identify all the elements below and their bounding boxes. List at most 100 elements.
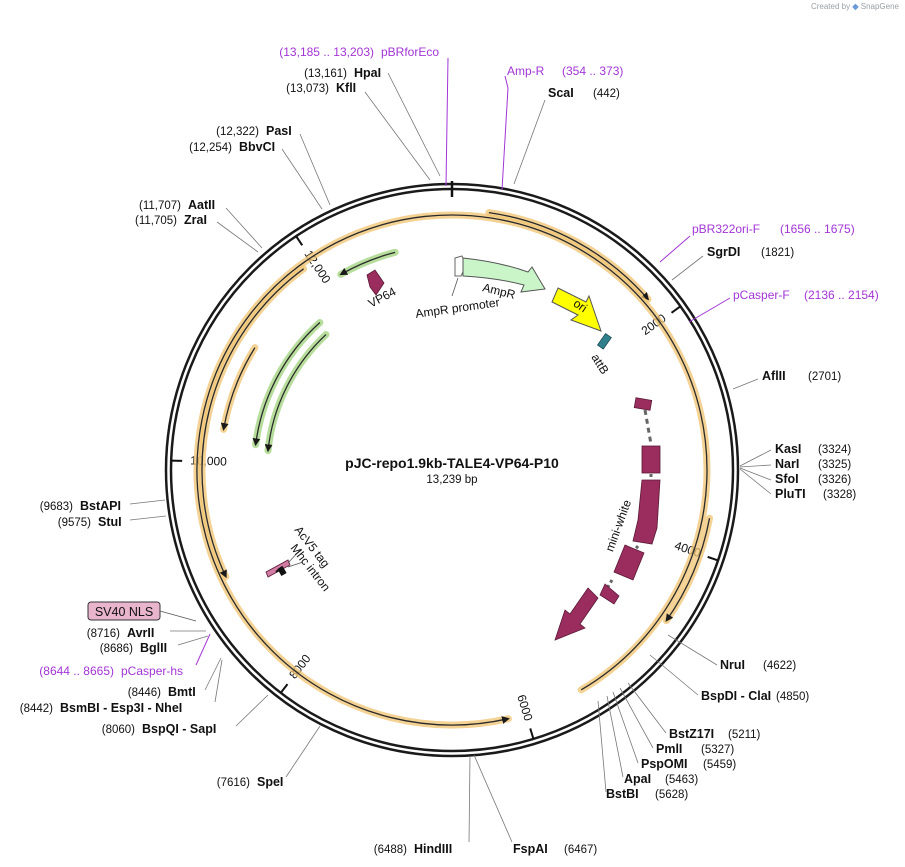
site-position: (4622) [763,660,796,672]
sv40-nls-label: SV40 NLS [95,605,153,619]
site-kasi[interactable]: KasI (3324) [739,442,851,467]
orf-arc-top-right [488,211,650,301]
site-name: ScaI [548,86,574,100]
site-position: (9683) [40,501,73,513]
site-bstapi[interactable]: BstAPI (9683) [40,499,166,513]
tick-mark [670,305,682,314]
primer-range: (13,185 .. 13,203) [279,45,374,59]
site-position: (12,322) [216,126,259,138]
misc-arc-top [339,251,396,276]
ori-label: ori [571,296,590,315]
site-bglii[interactable]: BglII (8686) [100,635,209,655]
acv5-mhc-feature[interactable]: AcV5 tag Mhc intron [265,523,333,594]
primer-pbrforeco[interactable]: pBRforEco (13,185 .. 13,203) [279,45,449,187]
orf-arc-left-inner [220,347,256,431]
site-position: (2701) [808,371,841,383]
site-name: HpaI [354,66,381,80]
site-position: (8442) [20,703,53,715]
primer-range: (2136 .. 2154) [804,288,879,302]
site-position: (7616) [217,777,250,789]
ampr-promoter-label: AmpR promoter [415,295,501,321]
site-bmti[interactable]: BmtI (8446) [128,657,222,699]
site-name: ApaI [624,772,651,786]
primer-range: (354 .. 373) [562,64,623,78]
site-position: (8446) [128,687,161,699]
site-position: (5463) [665,774,698,786]
site-nrui[interactable]: NruI (4622) [667,634,796,672]
backbone [164,181,740,758]
site-hindiii[interactable]: HindIII (6488) [374,755,471,856]
site-name: PmlI [656,742,682,756]
site-position: (13,073) [286,83,329,95]
site-name: BstZ17I [669,727,714,741]
site-name: AvrII [127,626,154,640]
site-name: KasI [775,442,801,456]
credit-brand: SnapGene [860,2,899,11]
primer-pbr322ori-f[interactable]: pBR322ori-F (1656 .. 1675) [659,222,855,263]
site-bspqi-sapi[interactable]: BspQI - SapI (8060) [102,694,269,736]
site-position: (9575) [58,517,91,529]
attb-label: attB [588,351,611,377]
site-bstz17i[interactable]: BstZ17I (5211) [627,682,761,741]
site-bspdi-clai[interactable]: BspDI - ClaI (4850) [649,654,809,703]
site-fspai[interactable]: FspAI (6467) [473,754,597,856]
site-avrii[interactable]: AvrII (8716) [87,626,206,640]
site-position: (8686) [100,643,133,655]
tick-label: 6000 [514,693,535,723]
site-sfoi[interactable]: SfoI (3326) [739,467,851,486]
site-pluti[interactable]: PluTI (3328) [739,468,856,501]
site-pmli[interactable]: PmlI (5327) [619,687,734,756]
site-hpai[interactable]: HpaI (13,161) [304,66,441,177]
ori-feature[interactable]: ori [551,287,602,332]
site-zrai[interactable]: ZraI (11,705) [135,213,259,253]
site-bstbi[interactable]: BstBI (5628) [597,700,688,801]
site-position: (6488) [374,844,407,856]
site-bbvci[interactable]: BbvCI (12,254) [189,140,323,210]
mini-white-feature[interactable]: mini-white [554,397,661,641]
site-position: (13,161) [304,68,347,80]
primer-pcasper-f[interactable]: pCasper-F (2136 .. 2154) [688,288,879,323]
sv40-nls-feature[interactable]: SV40 NLS [87,601,197,622]
plasmid-name: pJC-repo1.9kb-TALE4-VP64-P10 [345,455,559,471]
site-apai[interactable]: ApaI (5463) [606,695,698,786]
misc-arc-left-inner [264,334,327,453]
tick-mark [529,728,535,740]
primer-amp-r[interactable]: Amp-R (354 .. 373) [501,64,623,191]
site-position: (8060) [102,724,135,736]
ampr-feature[interactable]: AmpR [462,257,546,302]
site-pspomi[interactable]: PspOMI (5459) [612,691,736,771]
site-pasi[interactable]: PasI (12,322) [216,124,331,206]
site-position: (3328) [823,489,856,501]
site-name: BspDI - ClaI [701,689,771,703]
site-name: SfoI [775,472,799,486]
site-name: PspOMI [641,757,688,771]
vp64-feature[interactable]: VP64 [366,269,399,311]
site-position: (5211) [728,729,761,741]
primer-name: pBR322ori-F [692,222,760,236]
site-scai[interactable]: ScaI (442) [513,86,620,185]
site-position: (1821) [761,247,794,259]
site-position: (11,705) [135,215,177,227]
primer-pcasper-hs[interactable]: pCasper-hs (8644 .. 8665) [39,633,211,678]
site-name: HindIII [414,842,452,856]
site-sgrdi[interactable]: SgrDI (1821) [671,245,794,281]
site-position: (4850) [776,691,809,703]
site-name: PasI [266,124,292,138]
site-spei[interactable]: SpeI (7616) [217,725,321,789]
snapgene-logo-icon: ◆ [852,2,859,11]
feature-arcs [193,209,714,729]
site-position: (8716) [87,628,120,640]
site-bsmbi-esp3i-nhei[interactable]: BsmBI - Esp3I - NheI (8442) [20,659,223,715]
attb-feature[interactable]: attB [588,332,612,377]
primer-name: pBRforEco [381,45,439,59]
site-name: BmtI [168,685,196,699]
site-nari[interactable]: NarI (3325) [739,457,851,471]
site-stui[interactable]: StuI (9575) [58,515,167,529]
site-aatii[interactable]: AatII (11,707) [139,198,263,249]
site-kfli[interactable]: KflI (13,073) [286,81,431,181]
site-aflii[interactable]: AflII (2701) [732,369,841,390]
primer-name: Amp-R [507,64,545,78]
site-position: (442) [593,88,620,100]
site-position: (12,254) [189,142,232,154]
